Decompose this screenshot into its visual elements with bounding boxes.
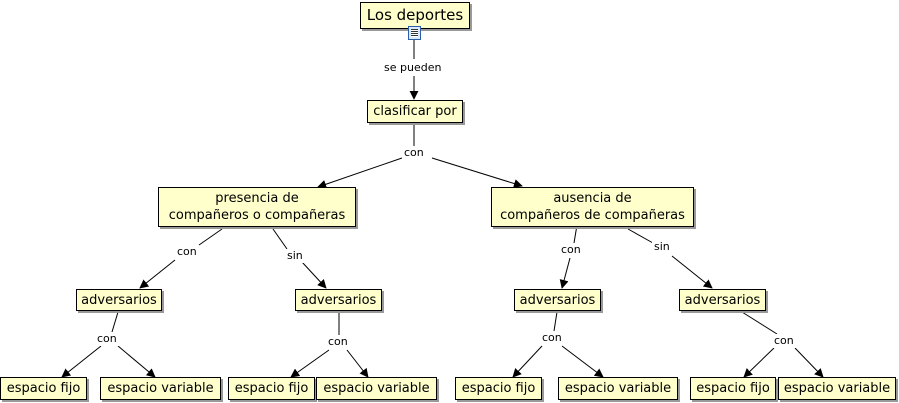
link-label-con: con [772, 334, 796, 348]
concept-adversarios[interactable]: adversarios [679, 289, 766, 311]
presencia-line-2: compañeros o compañeras [168, 208, 346, 223]
concept-espacio-variable[interactable]: espacio variable [100, 377, 221, 400]
concept-espacio-fijo[interactable]: espacio fijo [0, 377, 87, 400]
concept-espacio-variable[interactable]: espacio variable [558, 377, 678, 400]
document-icon[interactable] [408, 26, 421, 40]
link-label-sin: sin [652, 240, 672, 254]
concept-espacio-fijo[interactable]: espacio fijo [690, 377, 776, 400]
concept-adversarios[interactable]: adversarios [514, 289, 601, 311]
concept-adversarios[interactable]: adversarios [76, 289, 162, 311]
concept-clasificar-por[interactable]: clasificar por [367, 100, 463, 123]
concept-espacio-fijo[interactable]: espacio fijo [455, 377, 542, 400]
link-label-con: con [326, 335, 350, 349]
concept-adversarios[interactable]: adversarios [295, 289, 382, 311]
concept-espacio-variable[interactable]: espacio variable [778, 377, 896, 400]
concept-espacio-fijo[interactable]: espacio fijo [228, 377, 315, 400]
ausencia-line-2: compañeros de compañeras [500, 208, 685, 223]
ausencia-line-1: ausencia de [553, 191, 632, 206]
concept-ausencia[interactable]: ausencia de compañeros de compañeras [491, 187, 694, 227]
link-label-con: con [540, 331, 564, 345]
concept-los-deportes[interactable]: Los deportes [360, 2, 470, 29]
link-label-sin: sin [285, 249, 305, 263]
link-label-con: con [175, 245, 199, 259]
link-label-con: con [402, 146, 426, 160]
link-label-con: con [95, 332, 119, 346]
presencia-line-1: presencia de [215, 191, 299, 206]
concept-espacio-variable[interactable]: espacio variable [316, 377, 437, 400]
concept-presencia[interactable]: presencia de compañeros o compañeras [158, 187, 356, 227]
link-label-con: con [559, 243, 583, 257]
link-label-se-pueden: se pueden [382, 61, 444, 75]
